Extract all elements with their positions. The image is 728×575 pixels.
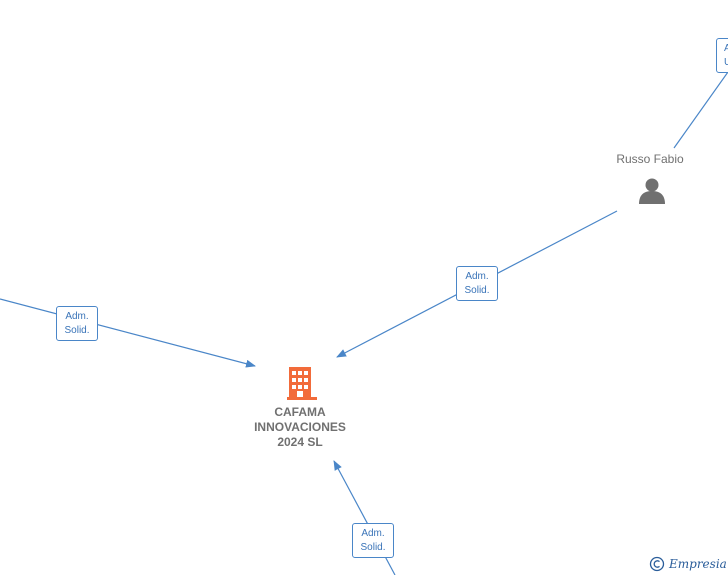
edge-label-topright[interactable]: A U (716, 38, 728, 73)
brand-watermark: Empresia (649, 555, 727, 573)
person-icon[interactable] (639, 178, 665, 205)
edge-label-line1: Adm. (465, 271, 489, 282)
person-name[interactable]: Russo Fabio (616, 152, 684, 166)
company-name-line3: 2024 SL (277, 435, 323, 449)
company-name-line2: INNOVACIONES (254, 420, 346, 434)
edge-label-line1: Adm. (65, 311, 89, 322)
edge-line-left (0, 298, 256, 368)
edge-label-line1: Adm. (361, 528, 385, 539)
edge-label-left[interactable]: Adm. Solid. (56, 306, 98, 341)
edge-label-bottom[interactable]: Adm. Solid. (352, 523, 394, 558)
edge-label-line1: A (724, 43, 728, 54)
building-icon[interactable] (287, 367, 317, 400)
edge-label-line2: U (724, 57, 728, 68)
company-name-line1: CAFAMA (274, 405, 326, 419)
company-name[interactable]: CAFAMA INNOVACIONES 2024 SL (240, 405, 360, 450)
edge-line-topright (673, 71, 728, 149)
copyright-icon (649, 556, 665, 572)
edge-label-line2: Solid. (360, 542, 386, 553)
edge-label-russo[interactable]: Adm. Solid. (456, 266, 498, 301)
edge-label-line2: Solid. (64, 325, 90, 336)
brand-name: Empresia (669, 557, 727, 571)
edge-label-line2: Solid. (464, 285, 490, 296)
